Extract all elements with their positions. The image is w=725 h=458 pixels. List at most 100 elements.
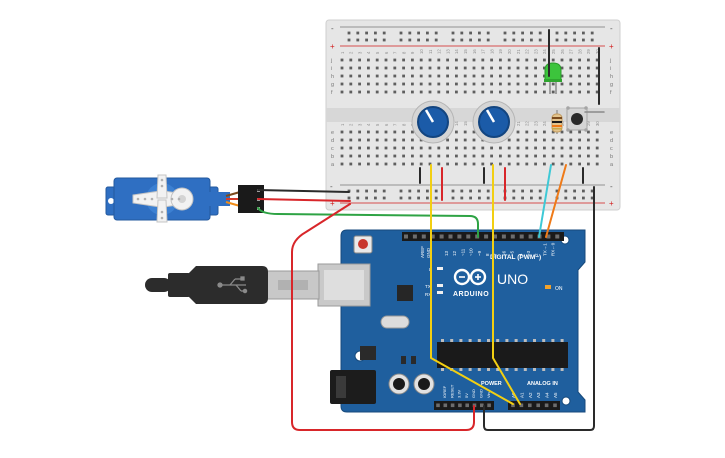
rail-hole[interactable] [434,38,438,42]
rail-hole[interactable] [399,31,403,35]
breadboard-hole[interactable] [578,146,581,150]
rail-hole[interactable] [408,196,412,200]
reset-button[interactable] [358,239,368,249]
breadboard-hole[interactable] [349,154,353,158]
power-header-hole[interactable] [436,403,440,408]
rail-hole[interactable] [503,31,507,35]
breadboard-hole[interactable] [437,74,441,78]
rail-hole[interactable] [503,38,507,42]
breadboard-hole[interactable] [472,74,476,78]
breadboard-hole[interactable] [358,82,361,86]
breadboard-hole[interactable] [507,74,511,78]
breadboard-hole[interactable] [587,146,590,150]
breadboard-hole[interactable] [543,74,546,78]
power-header-hole[interactable] [450,403,455,408]
rail-hole[interactable] [426,196,429,200]
breadboard-hole[interactable] [375,66,379,70]
rail-hole[interactable] [478,196,481,200]
breadboard-hole[interactable] [428,162,432,166]
breadboard-hole[interactable] [375,162,379,166]
breadboard-hole[interactable] [384,82,388,86]
rail-hole[interactable] [408,31,412,35]
breadboard-hole[interactable] [481,58,485,62]
breadboard-hole[interactable] [402,58,405,62]
rail-hole[interactable] [512,31,516,35]
breadboard-hole[interactable] [367,130,370,134]
breadboard-hole[interactable] [499,154,502,158]
rail-hole[interactable] [347,196,351,200]
breadboard-hole[interactable] [569,154,573,158]
breadboard-hole[interactable] [534,90,537,94]
breadboard-hole[interactable] [595,82,599,86]
breadboard-hole[interactable] [516,130,520,134]
breadboard-hole[interactable] [463,146,467,150]
breadboard-hole[interactable] [455,58,458,62]
power-header-hole[interactable] [480,403,484,408]
breadboard-hole[interactable] [481,82,485,86]
breadboard-hole[interactable] [463,162,467,166]
breadboard-hole[interactable] [463,66,467,70]
breadboard-hole[interactable] [358,90,361,94]
rail-hole[interactable] [469,38,472,42]
resistor[interactable] [551,110,563,134]
breadboard-hole[interactable] [472,146,476,150]
digital-header-hole[interactable] [501,234,506,239]
breadboard-hole[interactable] [578,138,581,142]
breadboard-hole[interactable] [534,162,537,166]
breadboard-hole[interactable] [375,90,379,94]
breadboard-hole[interactable] [402,66,405,70]
breadboard-hole[interactable] [472,66,476,70]
rail-hole[interactable] [365,31,368,35]
breadboard-hole[interactable] [393,154,397,158]
breadboard-hole[interactable] [560,82,564,86]
breadboard-hole[interactable] [428,82,432,86]
digital-header-hole[interactable] [555,234,560,239]
digital-header-hole[interactable] [457,234,462,239]
breadboard-hole[interactable] [516,154,520,158]
analog-header-hole[interactable] [519,403,524,408]
breadboard-hole[interactable] [419,146,423,150]
wire-gnd-rail[interactable] [483,186,595,431]
rail-hole[interactable] [382,196,386,200]
analog-header-hole[interactable] [553,403,557,408]
breadboard-hole[interactable] [587,90,590,94]
rail-hole[interactable] [434,189,438,193]
rail-hole[interactable] [582,31,585,35]
breadboard-hole[interactable] [507,138,511,142]
breadboard-hole[interactable] [472,82,476,86]
wire-5v-rail[interactable] [291,203,475,431]
breadboard-hole[interactable] [472,90,476,94]
wire-led-pin[interactable] [538,164,552,238]
breadboard-hole[interactable] [375,146,379,150]
rail-hole[interactable] [374,196,377,200]
breadboard-hole[interactable] [375,138,379,142]
breadboard-hole[interactable] [534,74,537,78]
breadboard-hole[interactable] [402,90,405,94]
breadboard-hole[interactable] [472,58,476,62]
digital-header-hole[interactable] [493,234,497,239]
breadboard-hole[interactable] [393,130,397,134]
breadboard-hole[interactable] [543,138,546,142]
breadboard-hole[interactable] [455,138,458,142]
breadboard-hole[interactable] [367,138,370,142]
breadboard-hole[interactable] [375,154,379,158]
digital-header-hole[interactable] [519,234,524,239]
breadboard-hole[interactable] [402,146,405,150]
breadboard-hole[interactable] [525,162,529,166]
breadboard-hole[interactable] [516,146,520,150]
breadboard-hole[interactable] [595,130,599,134]
rail-hole[interactable] [590,31,594,35]
breadboard-hole[interactable] [551,146,555,150]
breadboard-hole[interactable] [384,58,388,62]
rail-hole[interactable] [478,38,481,42]
breadboard-hole[interactable] [402,82,405,86]
breadboard-hole[interactable] [340,66,344,70]
rail-hole[interactable] [408,38,412,42]
breadboard-hole[interactable] [437,154,441,158]
breadboard-hole[interactable] [437,90,441,94]
digital-header-hole[interactable] [510,234,515,239]
rail-hole[interactable] [347,38,351,42]
breadboard-hole[interactable] [578,74,581,78]
breadboard-hole[interactable] [419,58,423,62]
